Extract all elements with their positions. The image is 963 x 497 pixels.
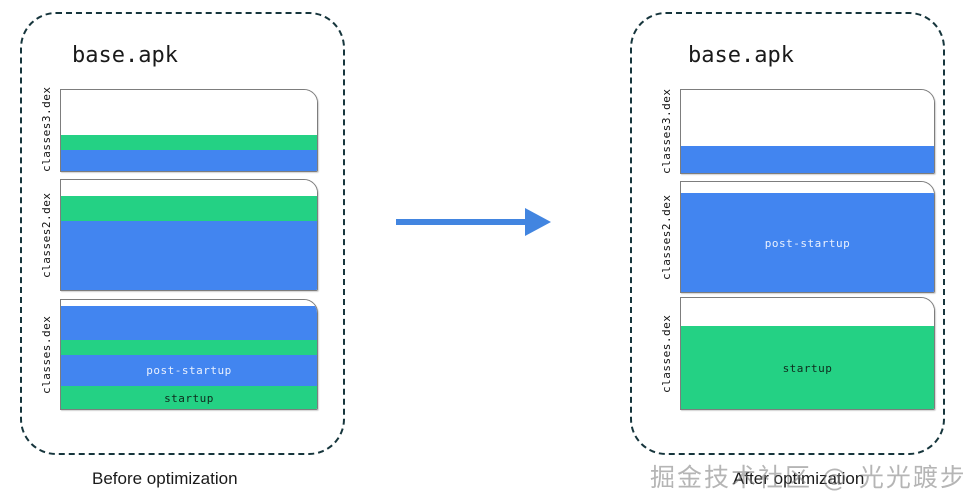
dex-segment-post-startup-labeled: post-startup [61,355,317,386]
dex-label-classes-left: classes.dex [40,315,53,394]
dex-segment-free [61,180,317,196]
caption-after-optimization: After optimization [733,469,865,488]
before-optimization-panel [20,12,345,455]
dex-box-classes3-left [60,89,318,172]
dex-segment-startup [61,135,317,150]
apk-title-left: base.apk [72,43,178,68]
dex-segment-free [681,298,934,326]
dex-segment-post-startup [61,221,317,290]
dex-box-classes2-left [60,179,318,291]
caption-before-optimization: Before optimization [92,469,238,488]
dex-box-classes-left: post-startup startup [60,299,318,410]
dex-segment-post-startup [681,146,934,173]
transition-arrow-head [525,208,551,236]
dex-box-classes-right: startup [680,297,935,410]
dex-label-classes3-right: classes3.dex [660,88,673,174]
dex-segment-free [681,182,934,193]
dex-segment-startup-labeled: startup [61,386,317,409]
dex-label-classes2-right: classes2.dex [660,194,673,280]
dex-segment-post-startup [61,306,317,340]
transition-arrow-shaft [396,219,531,225]
dex-segment-post-startup-labeled: post-startup [681,193,934,292]
apk-title-right: base.apk [688,43,794,68]
dex-segment-free [61,90,317,135]
dex-segment-post-startup [61,150,317,171]
dex-label-classes2-left: classes2.dex [40,192,53,278]
dex-segment-free [61,300,317,306]
dex-segment-startup [61,196,317,221]
dex-box-classes2-right: post-startup [680,181,935,293]
dex-label-classes-right: classes.dex [660,314,673,393]
after-optimization-panel [630,12,945,455]
dex-label-classes3-left: classes3.dex [40,86,53,172]
dex-segment-startup-labeled: startup [681,326,934,409]
dex-segment-startup [61,340,317,355]
dex-segment-free [681,90,934,146]
dex-box-classes3-right [680,89,935,174]
